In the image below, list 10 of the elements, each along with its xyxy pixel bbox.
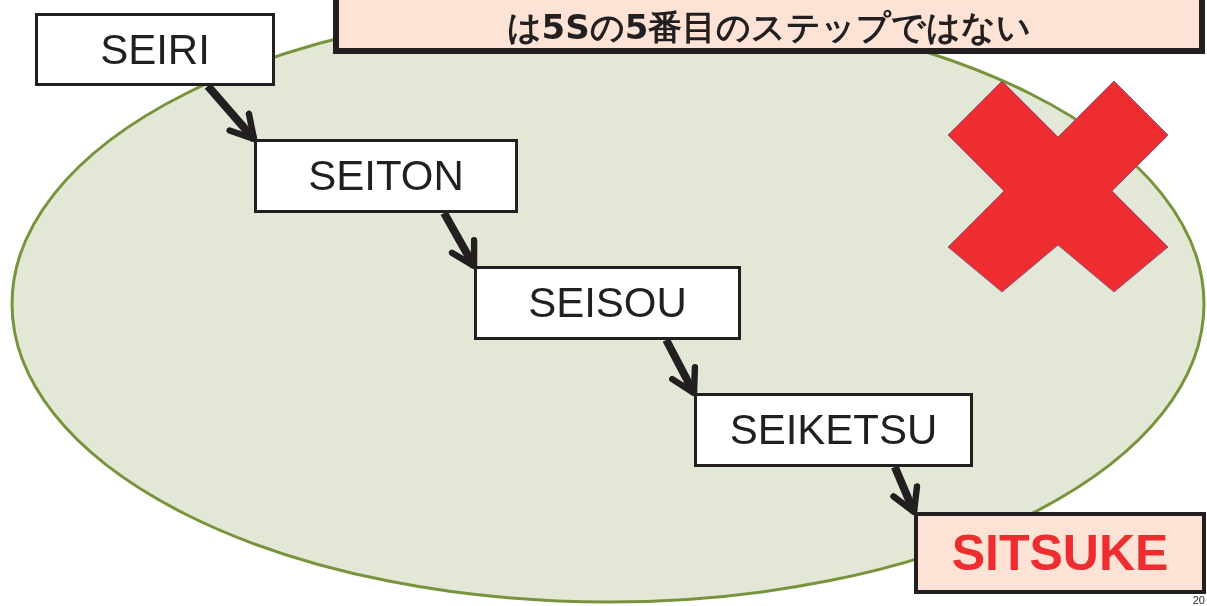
banner: は5Sの5番目のステップではない [333,0,1205,54]
arrow [440,211,478,270]
highlighted-step-box: SITSUKE [914,512,1206,594]
step-box: SEIRI [35,13,275,86]
arrow [890,465,921,516]
cross-mark [947,81,1169,293]
arrow [662,338,699,397]
step-box: SEISOU [474,266,741,340]
step-box: SEIKETSU [694,393,973,467]
step-box: SEITON [254,139,518,213]
